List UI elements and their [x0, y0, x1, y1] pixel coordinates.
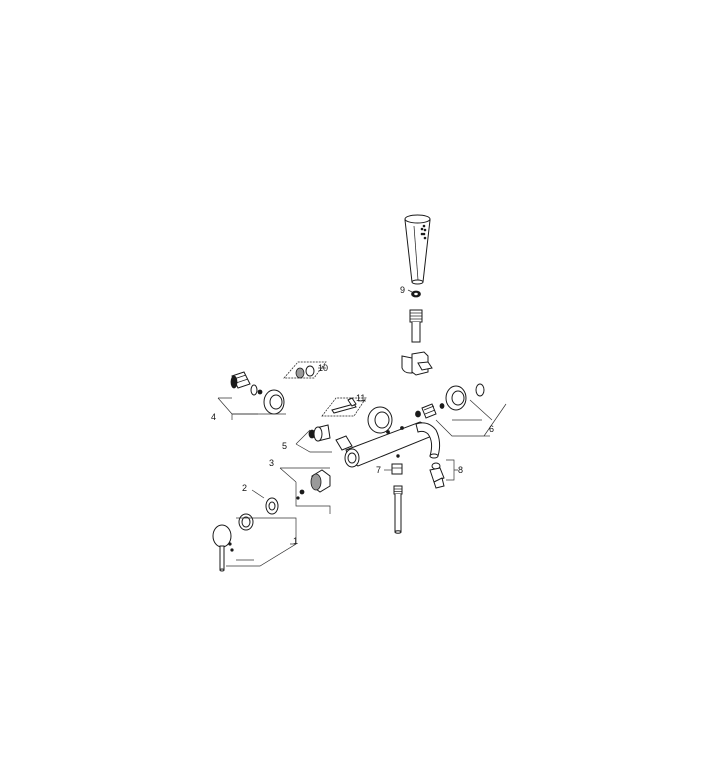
item-7-parts [391, 454, 403, 534]
callout-10: 10 [318, 363, 328, 373]
item-3-parts [296, 469, 331, 500]
hose-nut [409, 309, 423, 343]
callout-2: 2 [242, 483, 247, 493]
callout-1: 1 [293, 536, 298, 546]
item-10-detail [283, 361, 327, 379]
callout-6: 6 [489, 424, 494, 434]
item-1-parts [212, 513, 254, 572]
washer-item-9 [411, 290, 421, 298]
callout-4: 4 [211, 412, 216, 422]
callout-8: 8 [458, 465, 463, 475]
item-2-parts [265, 497, 279, 515]
shower-holder [401, 351, 433, 376]
mixer-body [335, 406, 441, 468]
item-8-parts [429, 462, 445, 489]
hand-shower [404, 214, 431, 285]
callout-11: 11 [356, 393, 365, 403]
callout-3: 3 [269, 458, 274, 468]
item-4-parts [230, 371, 285, 415]
item-6-parts [415, 383, 485, 419]
callout-7: 7 [376, 465, 381, 475]
callout-5: 5 [282, 441, 287, 451]
item-11-detail [321, 397, 367, 417]
item-5-parts [308, 424, 331, 442]
callout-9: 9 [400, 285, 405, 295]
